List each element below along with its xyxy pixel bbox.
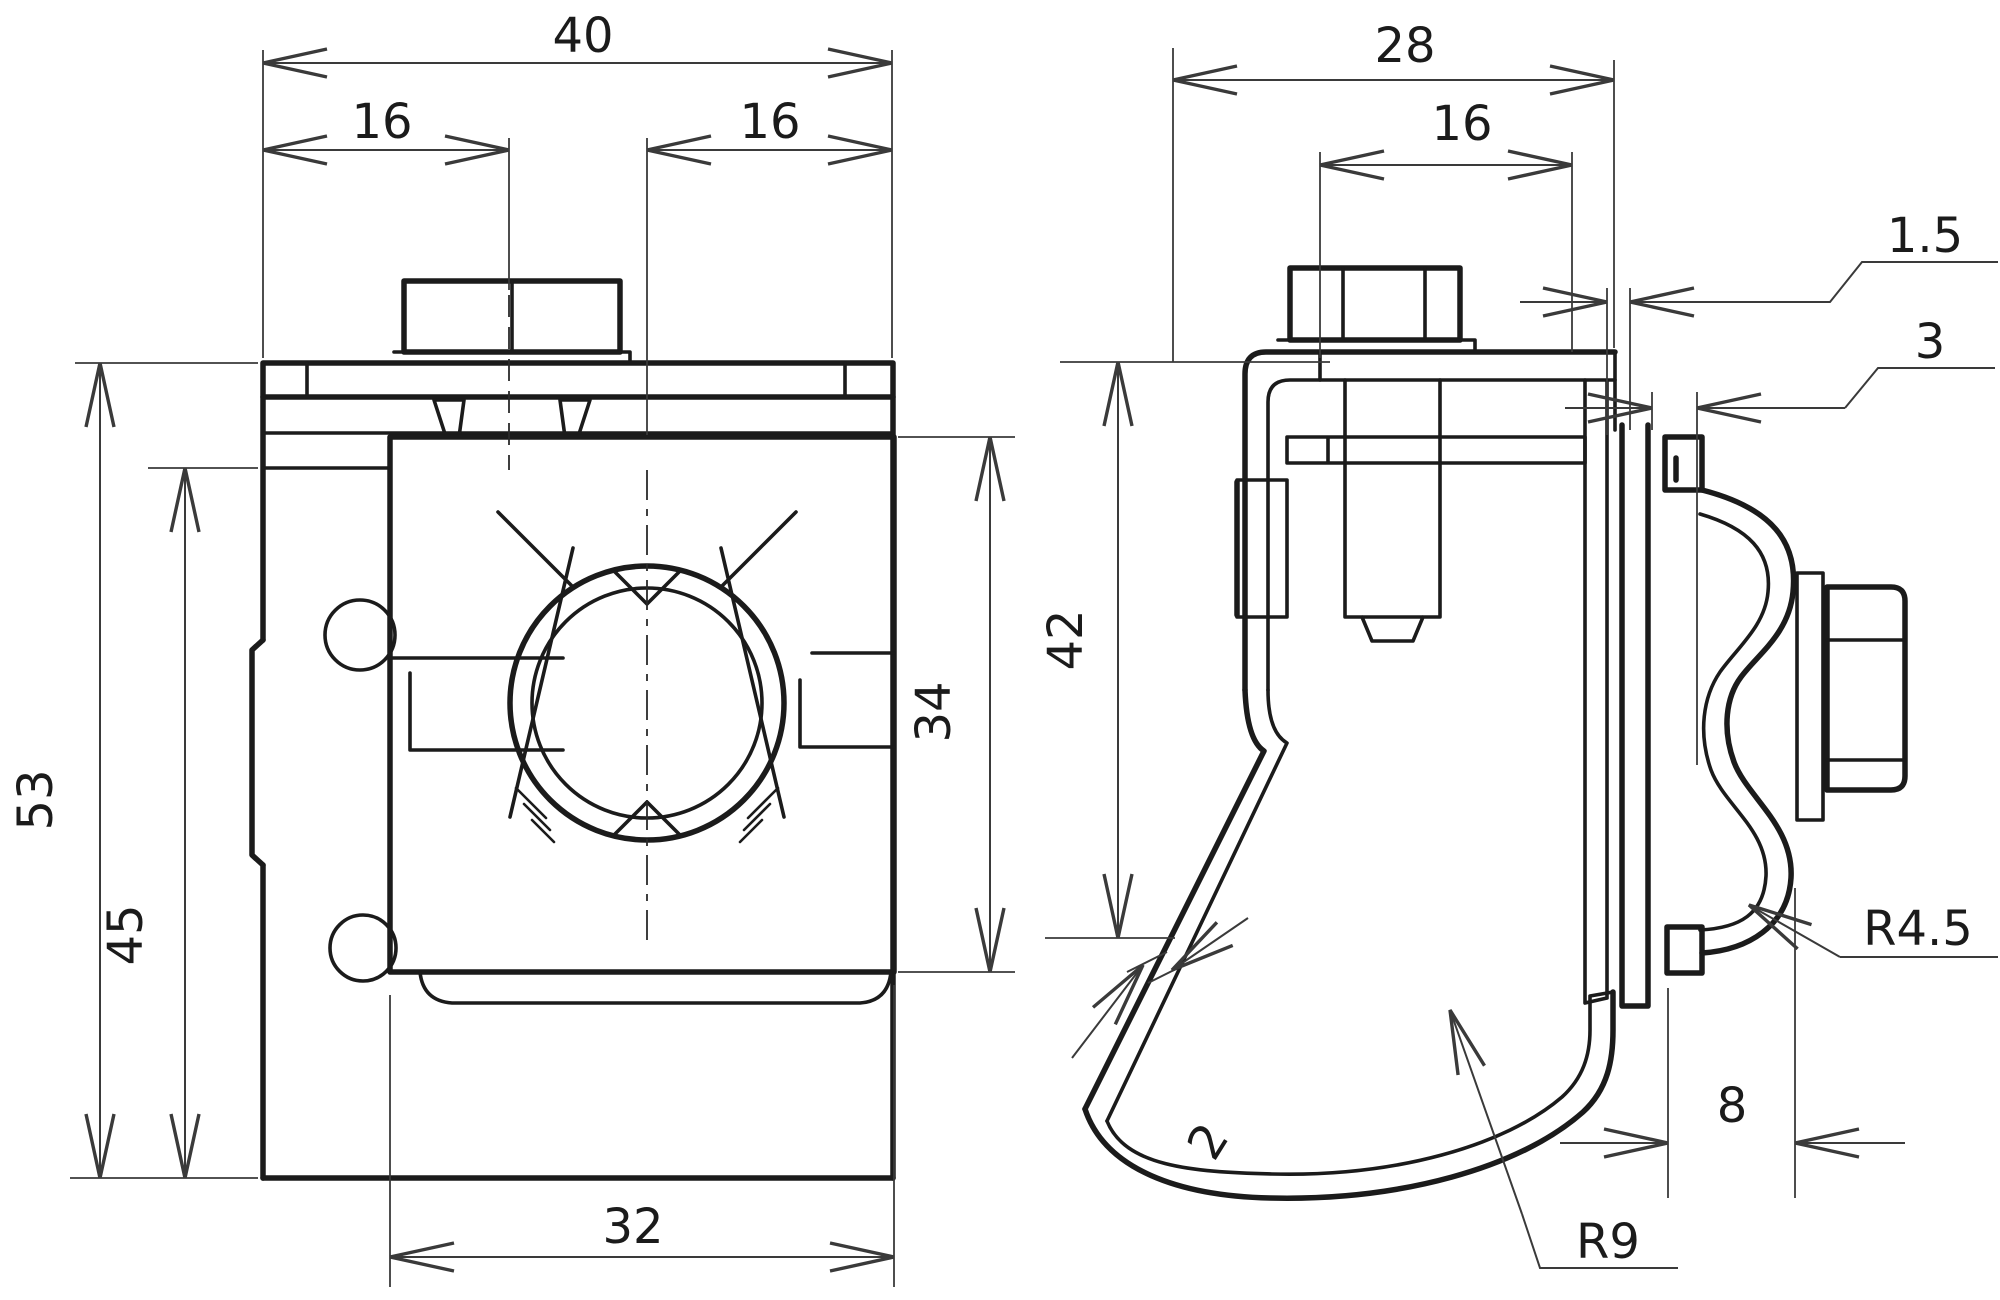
- v-groove-lines: [496, 510, 798, 819]
- dim-side-sheet-gap: 1.5: [1520, 208, 1998, 435]
- clamp-bolt-head: [1824, 584, 1908, 793]
- conductor-slot-right: [798, 651, 896, 749]
- front-view: [249, 278, 897, 1181]
- flange-hole-upper: [323, 598, 397, 672]
- dim-label-total-depth: 28: [1374, 18, 1435, 74]
- dim-label-hook-radius: R9: [1576, 1214, 1640, 1270]
- side-clip: [1082, 349, 1618, 1201]
- dim-side-wave-radius: R4.5: [1747, 901, 1998, 958]
- side-rail-strip: [1619, 422, 1651, 1009]
- dim-label-inner-height: 45: [98, 904, 154, 965]
- wave-tab-lower: [1664, 924, 1705, 976]
- wave-inner: [1698, 512, 1771, 932]
- dim-label-clamp-height: 42: [1038, 609, 1094, 670]
- flange-hole-lower: [328, 913, 398, 983]
- clamp-bolt-washer: [1795, 571, 1825, 822]
- dim-side-rail-gap: 3: [1565, 314, 1995, 765]
- gutter-bead-strip: [1619, 422, 1651, 1009]
- front-plate: [260, 360, 896, 439]
- dim-side-clamp-height: 42: [1038, 361, 1330, 939]
- clip-bottom-arm: [418, 970, 893, 1005]
- leg-inner: [1105, 688, 1289, 1123]
- conductor-slot-left: [388, 656, 565, 752]
- dim-side-hook-radius: R9: [1448, 1009, 1678, 1270]
- front-body: [249, 394, 896, 1181]
- dim-side-total-depth: 28: [1172, 18, 1615, 362]
- frame-bar-section: [1285, 435, 1587, 465]
- dim-label-total-width: 40: [552, 8, 613, 64]
- dim-front-total-height: 53: [8, 362, 258, 1179]
- left-edge-pad: [249, 637, 266, 868]
- dim-label-wave-radius: R4.5: [1863, 901, 1973, 957]
- dim-front-right-pitch: 16: [646, 94, 893, 435]
- dim-side-bolt-offset: 16: [1319, 96, 1573, 358]
- dim-front-total-width: 40: [262, 8, 893, 358]
- dim-label-material-thickness: 2: [1177, 1114, 1241, 1170]
- dim-front-block-width: 32: [389, 985, 895, 1287]
- dim-label-left-pitch: 16: [351, 94, 412, 150]
- dim-front-left-pitch: 16: [262, 94, 510, 290]
- side-top-bolt: [1276, 265, 1477, 354]
- dim-front-block-height: 34: [898, 436, 1015, 973]
- bolt-head-side: [1287, 265, 1463, 343]
- dim-label-sheet-gap: 1.5: [1887, 208, 1963, 264]
- dim-label-block-height: 34: [906, 681, 962, 742]
- front-clamp-block: [387, 434, 897, 1005]
- hook-inner: [1105, 990, 1615, 1176]
- bolt-shank: [1343, 378, 1442, 643]
- leg-outer: [1082, 687, 1267, 1112]
- side-wave-spring: [1662, 434, 1797, 976]
- clip-right-wall: [1583, 378, 1609, 1005]
- front-top-bolt: [392, 278, 632, 365]
- hook-outer: [1082, 989, 1616, 1201]
- dim-label-wave-depth: 8: [1717, 1078, 1748, 1134]
- dim-front-inner-height: 45: [98, 467, 258, 1179]
- side-view: [1082, 265, 1908, 1201]
- dim-label-total-height: 53: [8, 769, 64, 830]
- wave-outer: [1699, 487, 1797, 956]
- dim-label-block-width: 32: [602, 1199, 663, 1255]
- side-clamp-bolt: [1795, 571, 1908, 822]
- dim-label-bolt-offset: 16: [1431, 96, 1492, 152]
- dim-label-right-pitch: 16: [739, 94, 800, 150]
- serration-marks: [514, 786, 780, 844]
- dim-label-rail-gap: 3: [1915, 314, 1946, 370]
